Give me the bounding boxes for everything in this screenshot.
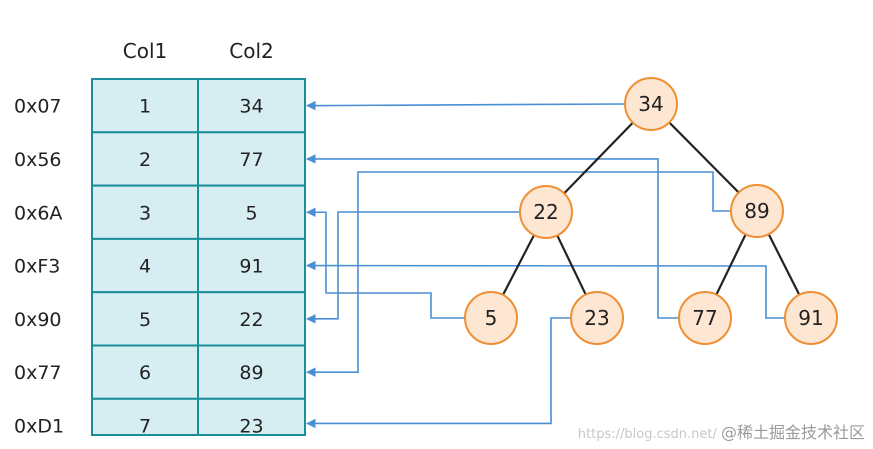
tree-edges — [501, 121, 801, 296]
pointer-line — [306, 207, 465, 319]
tree-node — [570, 291, 624, 345]
row-address: 0x6A — [14, 202, 62, 224]
tree-node — [624, 77, 678, 131]
tree-node — [678, 291, 732, 345]
tree-node-label: 22 — [533, 200, 558, 224]
tree-edge — [767, 233, 801, 296]
tree-edge — [563, 121, 634, 195]
row-address: 0x77 — [14, 362, 62, 384]
row-address: 0x56 — [14, 149, 62, 171]
cell-value-col1: 7 — [139, 415, 151, 437]
cell-value-col2: 89 — [239, 362, 263, 384]
tree-node-label: 77 — [692, 306, 717, 330]
table-cell-col2 — [197, 397, 306, 436]
cell-value-col2: 22 — [239, 309, 263, 331]
table-cell-col2 — [197, 131, 306, 187]
row-address: 0x07 — [14, 96, 62, 118]
cell-value-col2: 23 — [239, 415, 263, 437]
table-cell-col2 — [197, 291, 306, 347]
cell-value-col1: 1 — [139, 96, 151, 118]
cell-value-col1: 4 — [139, 256, 151, 278]
table-cell-col2 — [197, 78, 306, 134]
row-address: 0x90 — [14, 309, 62, 331]
tree-edge — [556, 234, 587, 296]
pointer-line — [306, 260, 785, 319]
table-cell-col1 — [91, 397, 199, 436]
row-address: 0xD1 — [14, 415, 64, 437]
pointer-lines — [306, 100, 785, 429]
table-cell-col2 — [197, 344, 306, 400]
tree-node — [464, 291, 518, 345]
tree-node-label: 89 — [744, 199, 769, 223]
table-cell-col2 — [197, 237, 306, 294]
column-header: Col2 — [229, 39, 273, 63]
pointer-line — [306, 154, 679, 319]
cell-value-col2: 34 — [239, 96, 263, 118]
cell-value-col1: 2 — [139, 149, 151, 171]
watermark: https://blog.csdn.net/ @稀土掘金技术社区 — [578, 419, 865, 443]
tree-node — [784, 291, 838, 345]
btree-index: 34 22 89 5 23 77 91 — [464, 77, 838, 345]
pointer-line — [306, 100, 626, 111]
tree-edge — [501, 234, 536, 296]
tree-node-label: 91 — [798, 306, 823, 330]
tree-node-label: 23 — [584, 306, 609, 330]
cell-value-col2: 91 — [239, 256, 263, 278]
tree-node — [519, 185, 573, 239]
pointer-line — [306, 171, 731, 377]
column-header: Col1 — [123, 39, 167, 63]
tree-node-label: 5 — [485, 306, 498, 330]
tree-edge — [668, 121, 740, 194]
watermark-url: https://blog.csdn.net/ — [577, 427, 717, 442]
cell-value-col1: 6 — [139, 362, 151, 384]
cell-value-col1: 3 — [139, 202, 151, 224]
tree-node-label: 34 — [638, 92, 663, 116]
data-table: Col1 Col2 0x07 1 34 0x56 2 77 0x6A 3 5 0xF3 4 91 0x90 5… — [14, 39, 306, 437]
row-address: 0xF3 — [14, 256, 60, 278]
table-cell-col1 — [91, 78, 199, 134]
watermark-brand: @稀土掘金技术社区 — [720, 423, 865, 442]
cell-value-col2: 5 — [245, 202, 257, 224]
pointer-line — [306, 317, 571, 429]
tree-node — [730, 184, 784, 238]
tree-edge — [715, 233, 747, 296]
table-cell-col2 — [197, 184, 306, 240]
cell-value-col1: 5 — [139, 309, 151, 331]
cell-value-col2: 77 — [239, 149, 263, 171]
